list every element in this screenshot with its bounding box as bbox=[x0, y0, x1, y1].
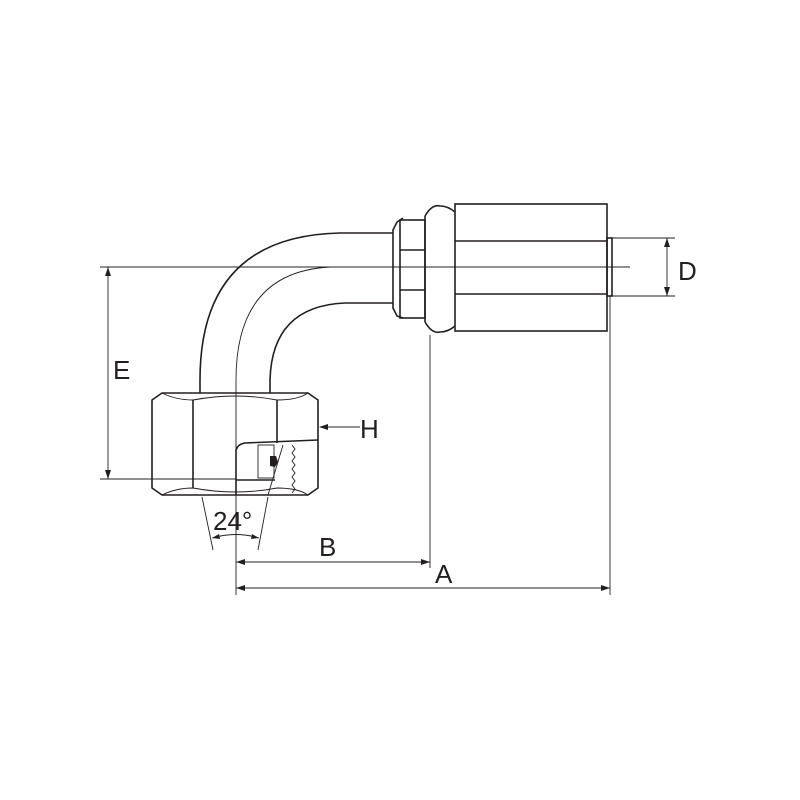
o-ring-icon bbox=[270, 456, 278, 467]
dimension-label-d: D bbox=[678, 256, 697, 286]
dimension-lines bbox=[100, 237, 675, 595]
angle-label: 24° bbox=[213, 506, 253, 536]
ferrule bbox=[454, 203, 613, 332]
dimension-label-b: B bbox=[319, 532, 337, 562]
socket-collar bbox=[392, 204, 456, 334]
dimension-label-h: H bbox=[360, 414, 379, 444]
dimension-label-a: A bbox=[435, 559, 453, 589]
bent-tube bbox=[199, 232, 393, 393]
swivel-nut bbox=[151, 392, 319, 496]
centerlines bbox=[100, 266, 630, 595]
dimension-label-e: E bbox=[113, 355, 131, 385]
